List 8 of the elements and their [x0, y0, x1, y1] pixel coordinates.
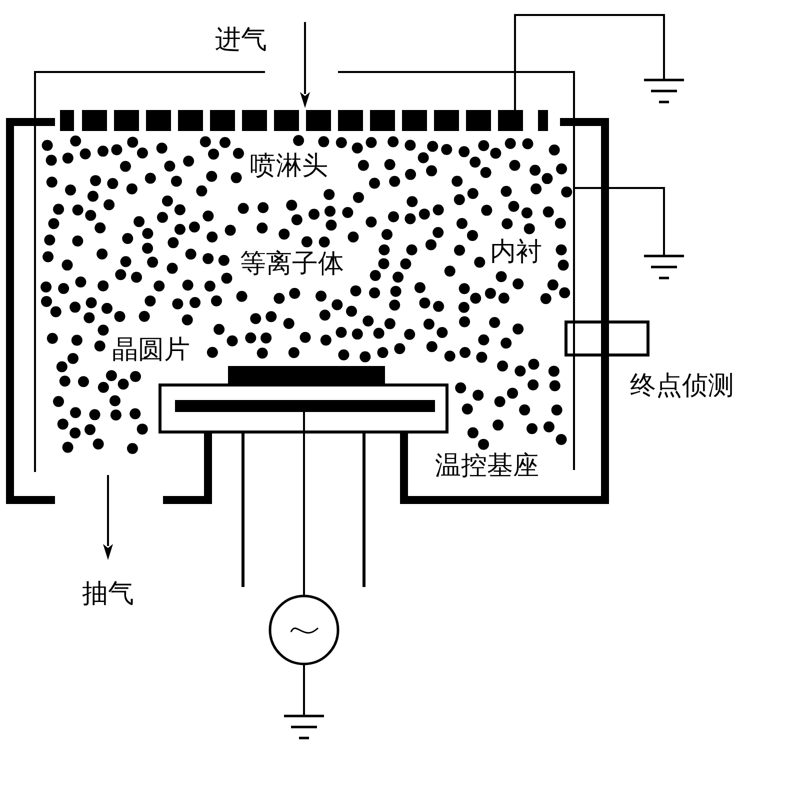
part-label: 等离子体 [239, 248, 345, 280]
part-label: 喷淋头 [249, 150, 329, 182]
part-label: 终点侦测 [629, 370, 735, 402]
part-label: 晶圆片 [111, 334, 191, 366]
part-label: 进气 [214, 24, 268, 56]
part-label: 抽气 [81, 578, 135, 610]
part-label: 温控基座 [434, 450, 540, 482]
part-label: 内衬 [489, 236, 543, 268]
